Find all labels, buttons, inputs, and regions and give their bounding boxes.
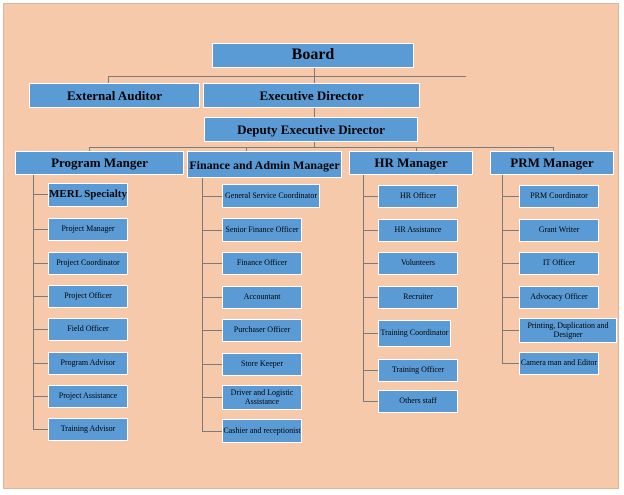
leaf-box: Program Advisor: [48, 352, 128, 375]
dept-hr-manager: HR Manager: [349, 151, 473, 175]
leaf-box: Senior Finance Officer: [222, 218, 302, 242]
leaf-box: Training Officer: [378, 359, 458, 382]
connector-line: [363, 263, 378, 264]
connector-line: [202, 196, 222, 197]
connector-line: [363, 196, 378, 197]
dept-prm-manager: PRM Manager: [490, 151, 614, 175]
connector-line: [33, 229, 48, 230]
connector-line: [502, 363, 519, 364]
connector-line: [363, 333, 378, 334]
connector-line: [202, 397, 222, 398]
org-chart: Board External Auditor Executive Directo…: [3, 3, 619, 489]
connector-line: [108, 76, 109, 84]
connector-line: [33, 329, 48, 330]
dept-finance-admin-manager: Finance and Admin Manager: [187, 151, 342, 178]
connector-line: [33, 363, 48, 364]
leaf-box: Project Coordinator: [48, 252, 128, 275]
connector-line: [363, 230, 378, 231]
executive-director-box: Executive Director: [203, 83, 420, 108]
leaf-box: Recruiter: [378, 286, 458, 309]
connector-line: [202, 263, 222, 264]
connector-line: [553, 147, 554, 153]
leaf-box: PRM Coordinator: [519, 185, 599, 208]
leaf-box: Training Coordinator: [378, 320, 451, 347]
dept-program-manager: Program Manger: [15, 151, 184, 175]
connector-line: [202, 364, 222, 365]
connector-line: [202, 178, 203, 432]
connector-line: [314, 108, 315, 118]
external-auditor-box: External Auditor: [29, 83, 200, 108]
connector-line: [202, 431, 222, 432]
leaf-box: Accountant: [222, 286, 302, 309]
leaf-box: Grant Writer: [519, 219, 599, 242]
connector-line: [314, 138, 315, 148]
connector-line: [33, 396, 48, 397]
connector-line: [363, 297, 378, 298]
leaf-box: Purchaser Officer: [222, 319, 302, 342]
leaf-box: Project Officer: [48, 285, 128, 308]
deputy-director-box: Deputy Executive Director: [204, 117, 418, 142]
leaf-box: Volunteers: [378, 252, 458, 275]
connector-line: [314, 65, 315, 77]
connector-line: [89, 147, 554, 148]
leaf-box: Camera man and Editor: [519, 352, 599, 375]
leaf-box: IT Officer: [519, 252, 599, 275]
leaf-box: Project Manager: [48, 218, 128, 241]
connector-line: [33, 296, 48, 297]
leaf-box: Store Keeper: [222, 353, 302, 376]
board-box: Board: [212, 43, 414, 68]
connector-line: [502, 230, 519, 231]
connector-line: [502, 175, 503, 363]
connector-line: [416, 147, 417, 153]
connector-line: [502, 196, 519, 197]
connector-line: [33, 429, 48, 430]
connector-line: [363, 370, 378, 371]
connector-line: [33, 194, 48, 195]
leaf-box: Training Advisor: [48, 418, 128, 441]
connector-line: [33, 175, 34, 429]
connector-line: [89, 147, 90, 153]
leaf-box: Driver and Logistic Assistance: [222, 385, 302, 410]
connector-line: [363, 401, 378, 402]
connector-line: [502, 297, 519, 298]
leaf-box: HR Assistance: [378, 219, 458, 242]
connector-line: [108, 76, 466, 77]
connector-line: [363, 175, 364, 401]
leaf-box: Cashier and receptionist: [222, 419, 302, 443]
leaf-box: General Service Coordinator: [222, 184, 320, 208]
leaf-box: HR Officer: [378, 185, 458, 208]
leaf-box: Printing, Duplication and Designer: [519, 318, 617, 343]
connector-line: [502, 330, 519, 331]
connector-line: [33, 263, 48, 264]
connector-line: [246, 147, 247, 153]
leaf-box: Field Officer: [48, 318, 128, 341]
connector-line: [202, 230, 222, 231]
leaf-box: Advocacy Officer: [519, 286, 599, 309]
leaf-box: Finance Officer: [222, 252, 302, 275]
connector-line: [502, 263, 519, 264]
leaf-box: MERL Specialty: [48, 183, 128, 207]
connector-line: [202, 330, 222, 331]
leaf-box: Others staff: [378, 390, 458, 413]
connector-line: [202, 297, 222, 298]
connector-line: [314, 76, 315, 84]
leaf-box: Project Assistance: [48, 385, 128, 408]
